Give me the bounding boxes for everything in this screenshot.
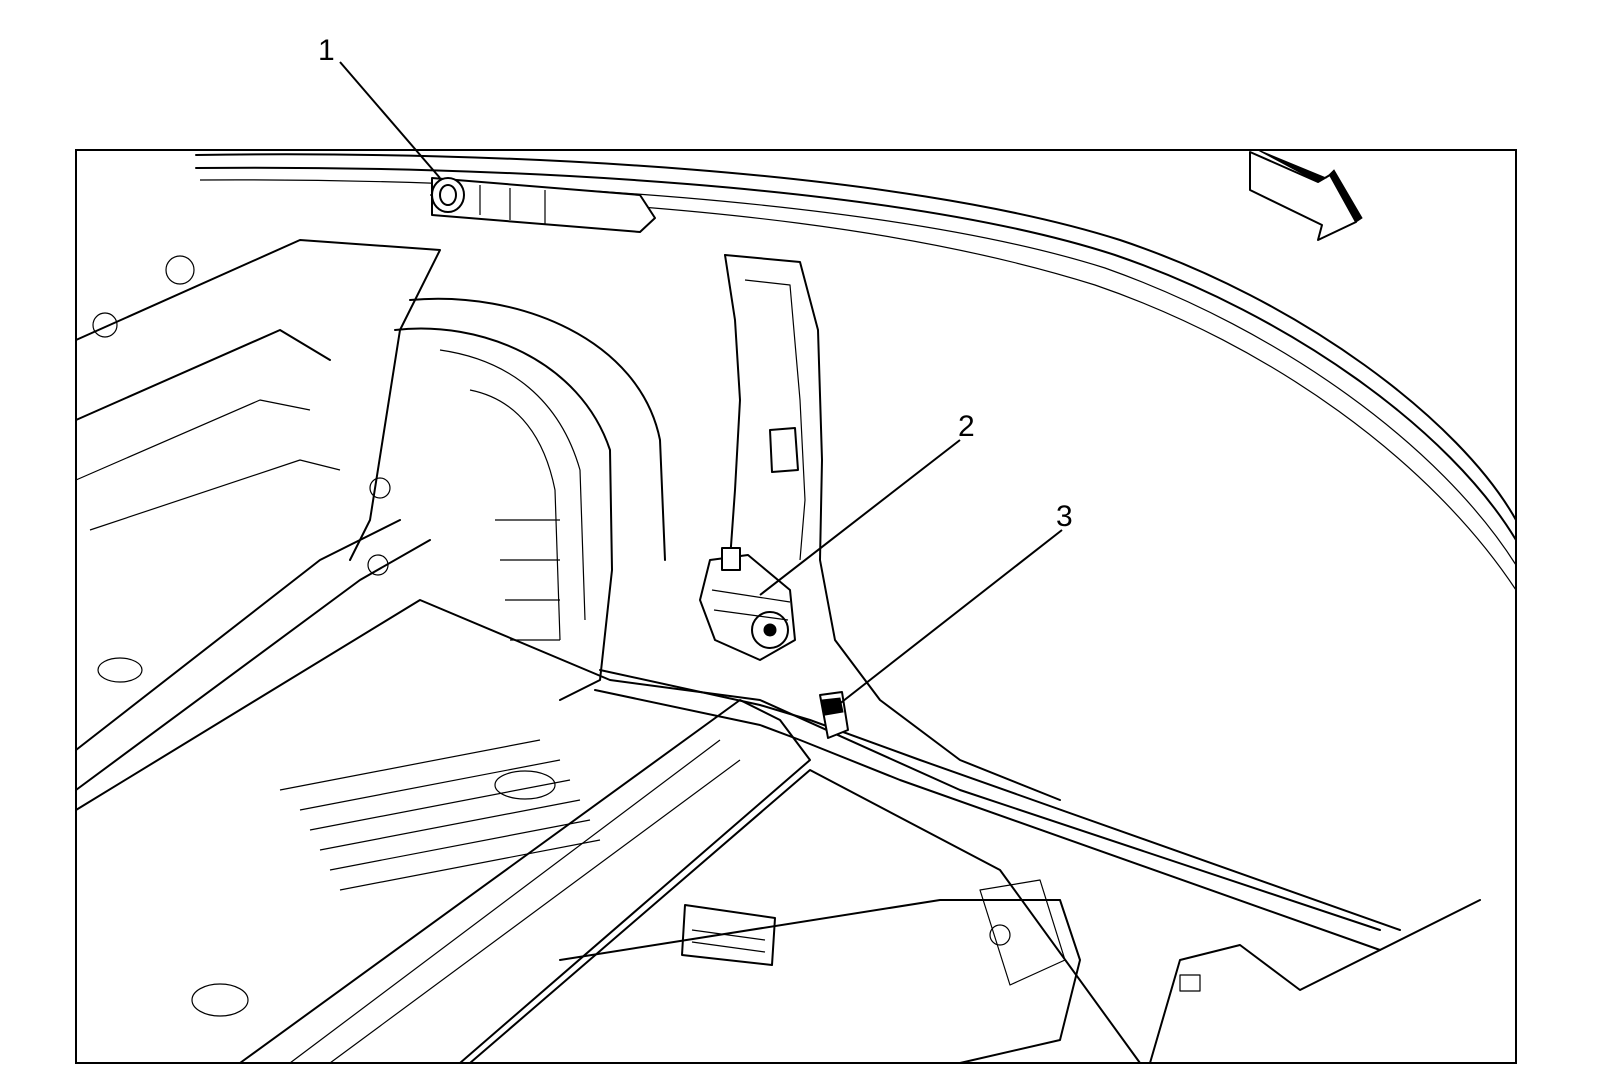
side-impact-sensor-front: [699, 547, 796, 661]
callout-1: 1: [318, 34, 335, 67]
center-tunnel: [239, 699, 1141, 1064]
callout-2: 2: [958, 410, 975, 443]
front-arrow-icon: [1249, 149, 1363, 241]
seat-crossmember: [559, 879, 1481, 1064]
floor-pan: [75, 599, 1381, 1017]
leader-line-3: [837, 529, 1063, 706]
b-pillar: [724, 254, 1061, 801]
side-impact-sensor-rear: [819, 691, 849, 739]
left-body-structure: [75, 239, 441, 791]
leader-line-1: [339, 61, 441, 179]
diagram-frame: [75, 149, 1517, 1064]
callout-3: 3: [1056, 500, 1073, 533]
wheelhouse: [394, 297, 666, 701]
sensing-diagnostic-module: [681, 904, 776, 966]
leader-line-2: [759, 439, 961, 596]
curtain-airbag-module: [431, 177, 656, 233]
rocker-panel: [594, 669, 1401, 951]
